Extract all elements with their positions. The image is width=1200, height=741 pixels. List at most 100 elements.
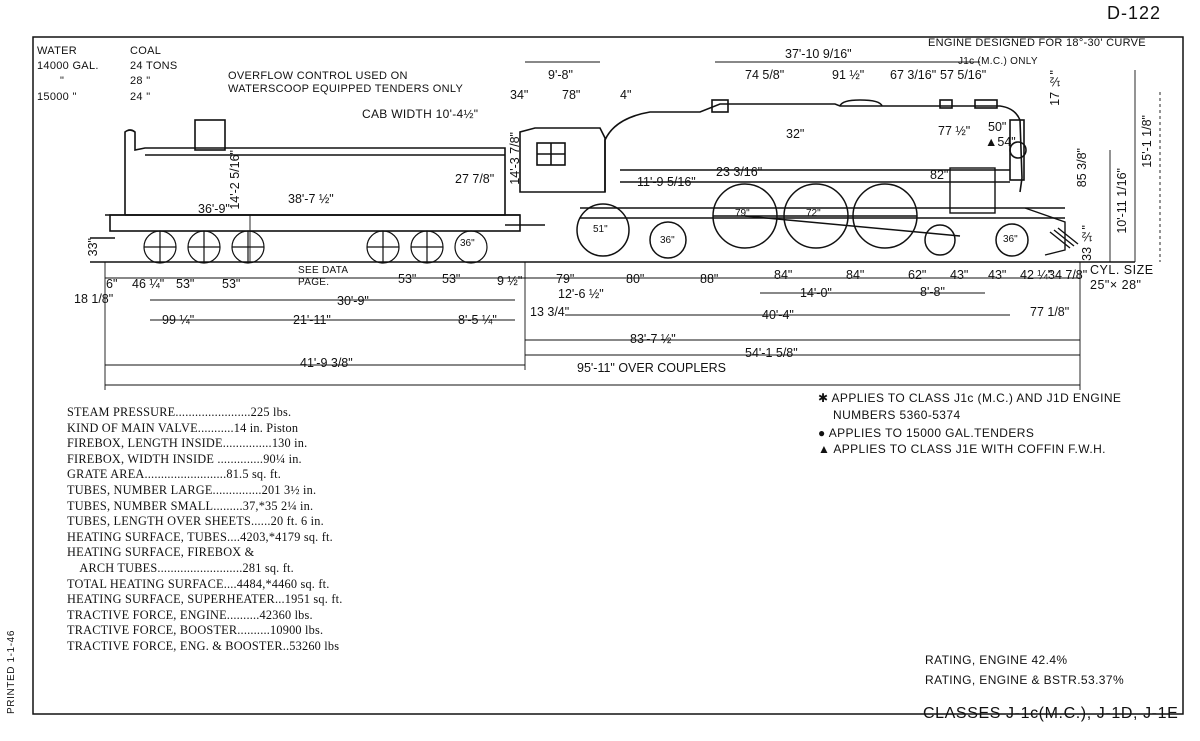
dim-42: 42 ¼" xyxy=(1020,268,1053,282)
dim-11-9: 11'-9 5/16" xyxy=(637,175,696,189)
water-row-1: 14000 GAL. xyxy=(37,60,99,72)
dim-82: 82" xyxy=(930,168,949,182)
dim-33-tender: 33" xyxy=(86,238,100,257)
printed-date: PRINTED 1-1-46 xyxy=(6,630,17,714)
spec-line: TOTAL HEATING SURFACE....4484,*4460 sq. … xyxy=(67,576,330,591)
dim-53-d: 53" xyxy=(442,272,461,286)
spec-line: STEAM PRESSURE.......................225… xyxy=(67,405,292,419)
tender-wheels xyxy=(143,230,488,264)
dim-99: 99 ¼" xyxy=(162,313,195,327)
dim-78: 78" xyxy=(562,88,581,102)
overflow-note: OVERFLOW CONTROL USED ON WATERSCOOP EQUI… xyxy=(228,70,464,95)
water-header: WATER xyxy=(37,45,77,57)
dim-54-1: 54'-1 5/8" xyxy=(745,346,798,360)
spec-line: FIREBOX, LENGTH INSIDE...............130… xyxy=(67,436,308,451)
dim-67: 67 3/16" xyxy=(890,68,937,82)
coal-header: COAL xyxy=(130,45,162,57)
spec-line: GRATE AREA.........................81.5 … xyxy=(67,467,282,482)
water-row-3: 15000 " xyxy=(37,91,77,103)
spec-line: TUBES, NUMBER LARGE...............201 3½… xyxy=(67,482,317,497)
rating-engine-booster: RATING, ENGINE & BSTR.53.37% xyxy=(925,673,1125,687)
dim-13: 13 3/4" xyxy=(530,305,570,319)
water-row-2: " xyxy=(60,75,65,87)
dim-62: 62" xyxy=(908,268,927,282)
dim-9-8: 9'-8" xyxy=(548,68,573,82)
legend-dot: ● APPLIES TO 15000 GAL.TENDERS xyxy=(818,426,1035,440)
dimension-lines xyxy=(104,61,1161,390)
dim-54: ▲54" xyxy=(985,135,1016,149)
dim-46: 46 ¼" xyxy=(132,277,165,291)
legend-star: ✱ APPLIES TO CLASS J1c (M.C.) AND J1D EN… xyxy=(818,391,1122,405)
wheel-label-36b: 36" xyxy=(660,235,675,246)
spec-line: HEATING SURFACE, TUBES....4203,*4179 sq.… xyxy=(67,529,333,544)
dim-80: 80" xyxy=(626,272,645,286)
dim-88: 88" xyxy=(700,272,719,286)
wheel-label-51: 51" xyxy=(593,224,608,235)
spec-line: HEATING SURFACE, FIREBOX & xyxy=(67,545,255,560)
dim-15-1: 15'-1 1/8" xyxy=(1140,115,1154,168)
frame-outline xyxy=(580,167,1079,256)
dim-91: 91 ½" xyxy=(832,68,865,82)
see-data-note: SEE DATA PAGE. xyxy=(298,265,349,288)
dim-84-b: 84" xyxy=(846,268,865,282)
dim-21-11: 21'-11" xyxy=(293,313,331,327)
spec-line: HEATING SURFACE, SUPERHEATER...1951 sq. … xyxy=(67,592,343,607)
dim-33-pilot: 33 ½" xyxy=(1080,225,1094,261)
cylinder-size: CYL. SIZE 25"× 28" xyxy=(1090,263,1154,292)
dim-79: 79" xyxy=(556,272,575,286)
dim-83-7: 83'-7 ½" xyxy=(630,332,676,346)
engine-wheels xyxy=(576,183,1029,259)
dim-36-9: 36'-9" xyxy=(198,202,230,216)
curve-note: ENGINE DESIGNED FOR 18°-30' CURVE xyxy=(928,37,1146,49)
dim-23: 23 3/16" xyxy=(716,165,763,179)
spec-line: TRACTIVE FORCE, ENGINE..........42360 lb… xyxy=(67,607,313,622)
spec-line: TUBES, LENGTH OVER SHEETS......20 ft. 6 … xyxy=(67,514,324,529)
dim-50: 50" xyxy=(988,120,1007,134)
spec-line: TRACTIVE FORCE, ENG. & BOOSTER..53260 lb… xyxy=(67,638,340,653)
dim-18: 18 1/8" xyxy=(74,292,114,306)
dim-34: 34" xyxy=(510,88,529,102)
dim-41-9: 41'-9 3/8" xyxy=(300,356,353,370)
dim-9-half: 9 ½" xyxy=(497,274,523,288)
dim-14-0: 14'-0" xyxy=(800,286,832,300)
dim-30-9: 30'-9" xyxy=(337,294,369,308)
dim-12-6: 12'-6 ½" xyxy=(558,287,604,301)
dim-77b: 77 1/8" xyxy=(1030,305,1070,319)
dim-32: 32" xyxy=(786,127,805,141)
dim-38-7: 38'-7 ½" xyxy=(288,192,334,206)
classes-title: CLASSES J-1c(M.C.), J-1D, J-1E xyxy=(923,705,1179,722)
dim-85: 85 3/8" xyxy=(1075,148,1089,188)
legend-triangle: ▲ APPLIES TO CLASS J1E WITH COFFIN F.W.H… xyxy=(818,442,1106,456)
tender-outline xyxy=(90,119,545,239)
dim-53-b: 53" xyxy=(222,277,241,291)
dim-14-2: 14'-2 5/16" xyxy=(228,150,242,210)
j1c-only-note: J1c (M.C.) ONLY xyxy=(958,56,1038,67)
dim-57: 57 5/16" xyxy=(940,68,987,82)
dim-43-a: 43" xyxy=(950,268,969,282)
wheel-label-36c: 36" xyxy=(1003,234,1018,245)
dim-37-10: 37'-10 9/16" xyxy=(785,47,852,61)
wheel-label-79: 79" xyxy=(735,208,750,219)
rating-engine: RATING, ENGINE 42.4% xyxy=(925,653,1068,667)
sheet-border xyxy=(32,36,1184,715)
over-couplers: 95'-11" OVER COUPLERS xyxy=(573,361,731,375)
dim-27: 27 7/8" xyxy=(455,172,495,186)
coal-row-1: 24 TONS xyxy=(130,60,178,72)
wheel-label-36: 36" xyxy=(460,238,475,249)
spec-line: TUBES, NUMBER SMALL.........37,*35 2¼ in… xyxy=(67,498,314,513)
dim-8-5: 8'-5 ¼" xyxy=(458,313,497,327)
cab-outline xyxy=(519,127,606,193)
cab-width-note: CAB WIDTH 10'-4½" xyxy=(362,107,479,121)
dim-43-b: 43" xyxy=(988,268,1007,282)
dim-6: 6" xyxy=(106,277,118,291)
coal-row-3: 24 " xyxy=(130,91,151,103)
spec-line: ARCH TUBES..........................281 … xyxy=(67,560,294,575)
legend-star-numbers: NUMBERS 5360-5374 xyxy=(833,408,961,422)
spec-line: TRACTIVE FORCE, BOOSTER..........10900 l… xyxy=(67,623,324,638)
spec-line: KIND OF MAIN VALVE...........14 in. Pist… xyxy=(67,420,299,435)
dim-40-4: 40'-4" xyxy=(762,308,794,322)
dim-34b: 34 7/8" xyxy=(1048,268,1088,282)
dim-14-3: 14'-3 7/8" xyxy=(508,132,522,185)
dim-10-11: 10'-11 1/16" xyxy=(1115,168,1129,234)
